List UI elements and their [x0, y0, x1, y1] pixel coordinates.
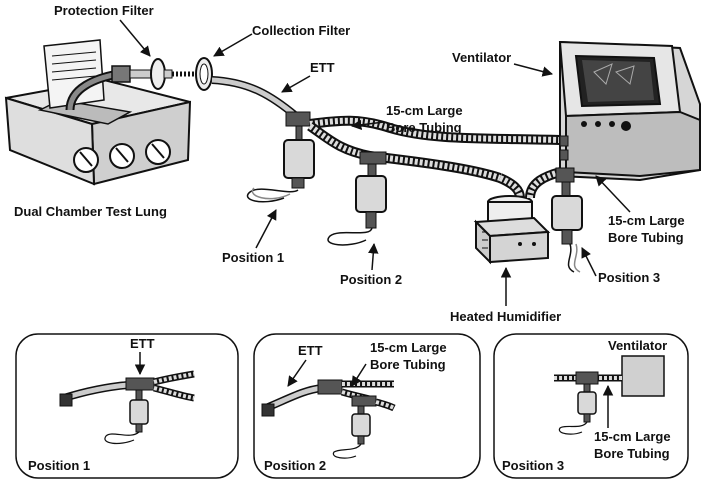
- inset-2-position-label: Position 2: [264, 458, 326, 473]
- inset-2-tubing-line1: 15-cm Large: [370, 340, 447, 355]
- protection-filter-arrow: [119, 19, 151, 57]
- position-2-arrow: [368, 242, 379, 271]
- inset-2-ett-label: ETT: [298, 343, 323, 358]
- humidifier-label: Heated Humidifier: [450, 309, 561, 324]
- inset-2-ett-arrow: [287, 359, 307, 387]
- inset-2-tubing-line2: Bore Tubing: [370, 357, 446, 372]
- inset-3-tubing-line2: Bore Tubing: [594, 446, 670, 461]
- ett-tube: [211, 76, 299, 120]
- collection-filter: [172, 57, 213, 91]
- dual-chamber-test-lung: [4, 39, 192, 186]
- inset-position-2: ETT 15-cm Large Bore Tubing Position 2: [253, 333, 481, 479]
- position-2-label: Position 2: [340, 272, 402, 287]
- right-tubing-label-line1: 15-cm Large: [608, 213, 685, 228]
- test-lung-label: Dual Chamber Test Lung: [14, 204, 167, 219]
- inset-position-3: Ventilator 15-cm Large Bore Tubing Posit…: [493, 333, 689, 479]
- ventilator-arrow: [513, 63, 554, 77]
- inset-position-1: ETT Position 1: [15, 333, 239, 479]
- inset-2-tubing-arrow: [351, 363, 367, 387]
- collection-filter-arrow: [213, 33, 253, 57]
- position-1-arrow: [255, 209, 277, 249]
- inset-1-position-label: Position 1: [28, 458, 90, 473]
- right-tubing-arrow: [595, 175, 631, 213]
- position-3-arrow: [581, 247, 597, 277]
- ventilator: [558, 40, 701, 182]
- top-tubing-arrow: [350, 119, 385, 131]
- collection-filter-label: Collection Filter: [252, 23, 350, 38]
- inset-3-ventilator-label: Ventilator: [608, 338, 667, 353]
- top-tubing-label-line2: Bore Tubing: [386, 120, 462, 135]
- ett-label: ETT: [310, 60, 335, 75]
- ett-arrow: [281, 75, 311, 93]
- protection-filter-label: Protection Filter: [54, 3, 154, 18]
- position-1-label: Position 1: [222, 250, 284, 265]
- top-tubing-label-line1: 15-cm Large: [386, 103, 463, 118]
- inset-3-position-label: Position 3: [502, 458, 564, 473]
- inset-3-tubing-line1: 15-cm Large: [594, 429, 671, 444]
- inset-1-ett-label: ETT: [130, 336, 155, 351]
- right-tubing-label-line2: Bore Tubing: [608, 230, 684, 245]
- position-3-label: Position 3: [598, 270, 660, 285]
- protection-filter: [129, 58, 173, 90]
- heated-humidifier: [473, 167, 562, 265]
- position-3-assembly: [551, 167, 583, 273]
- position-2-assembly: [327, 151, 502, 246]
- ventilator-label: Ventilator: [452, 50, 511, 65]
